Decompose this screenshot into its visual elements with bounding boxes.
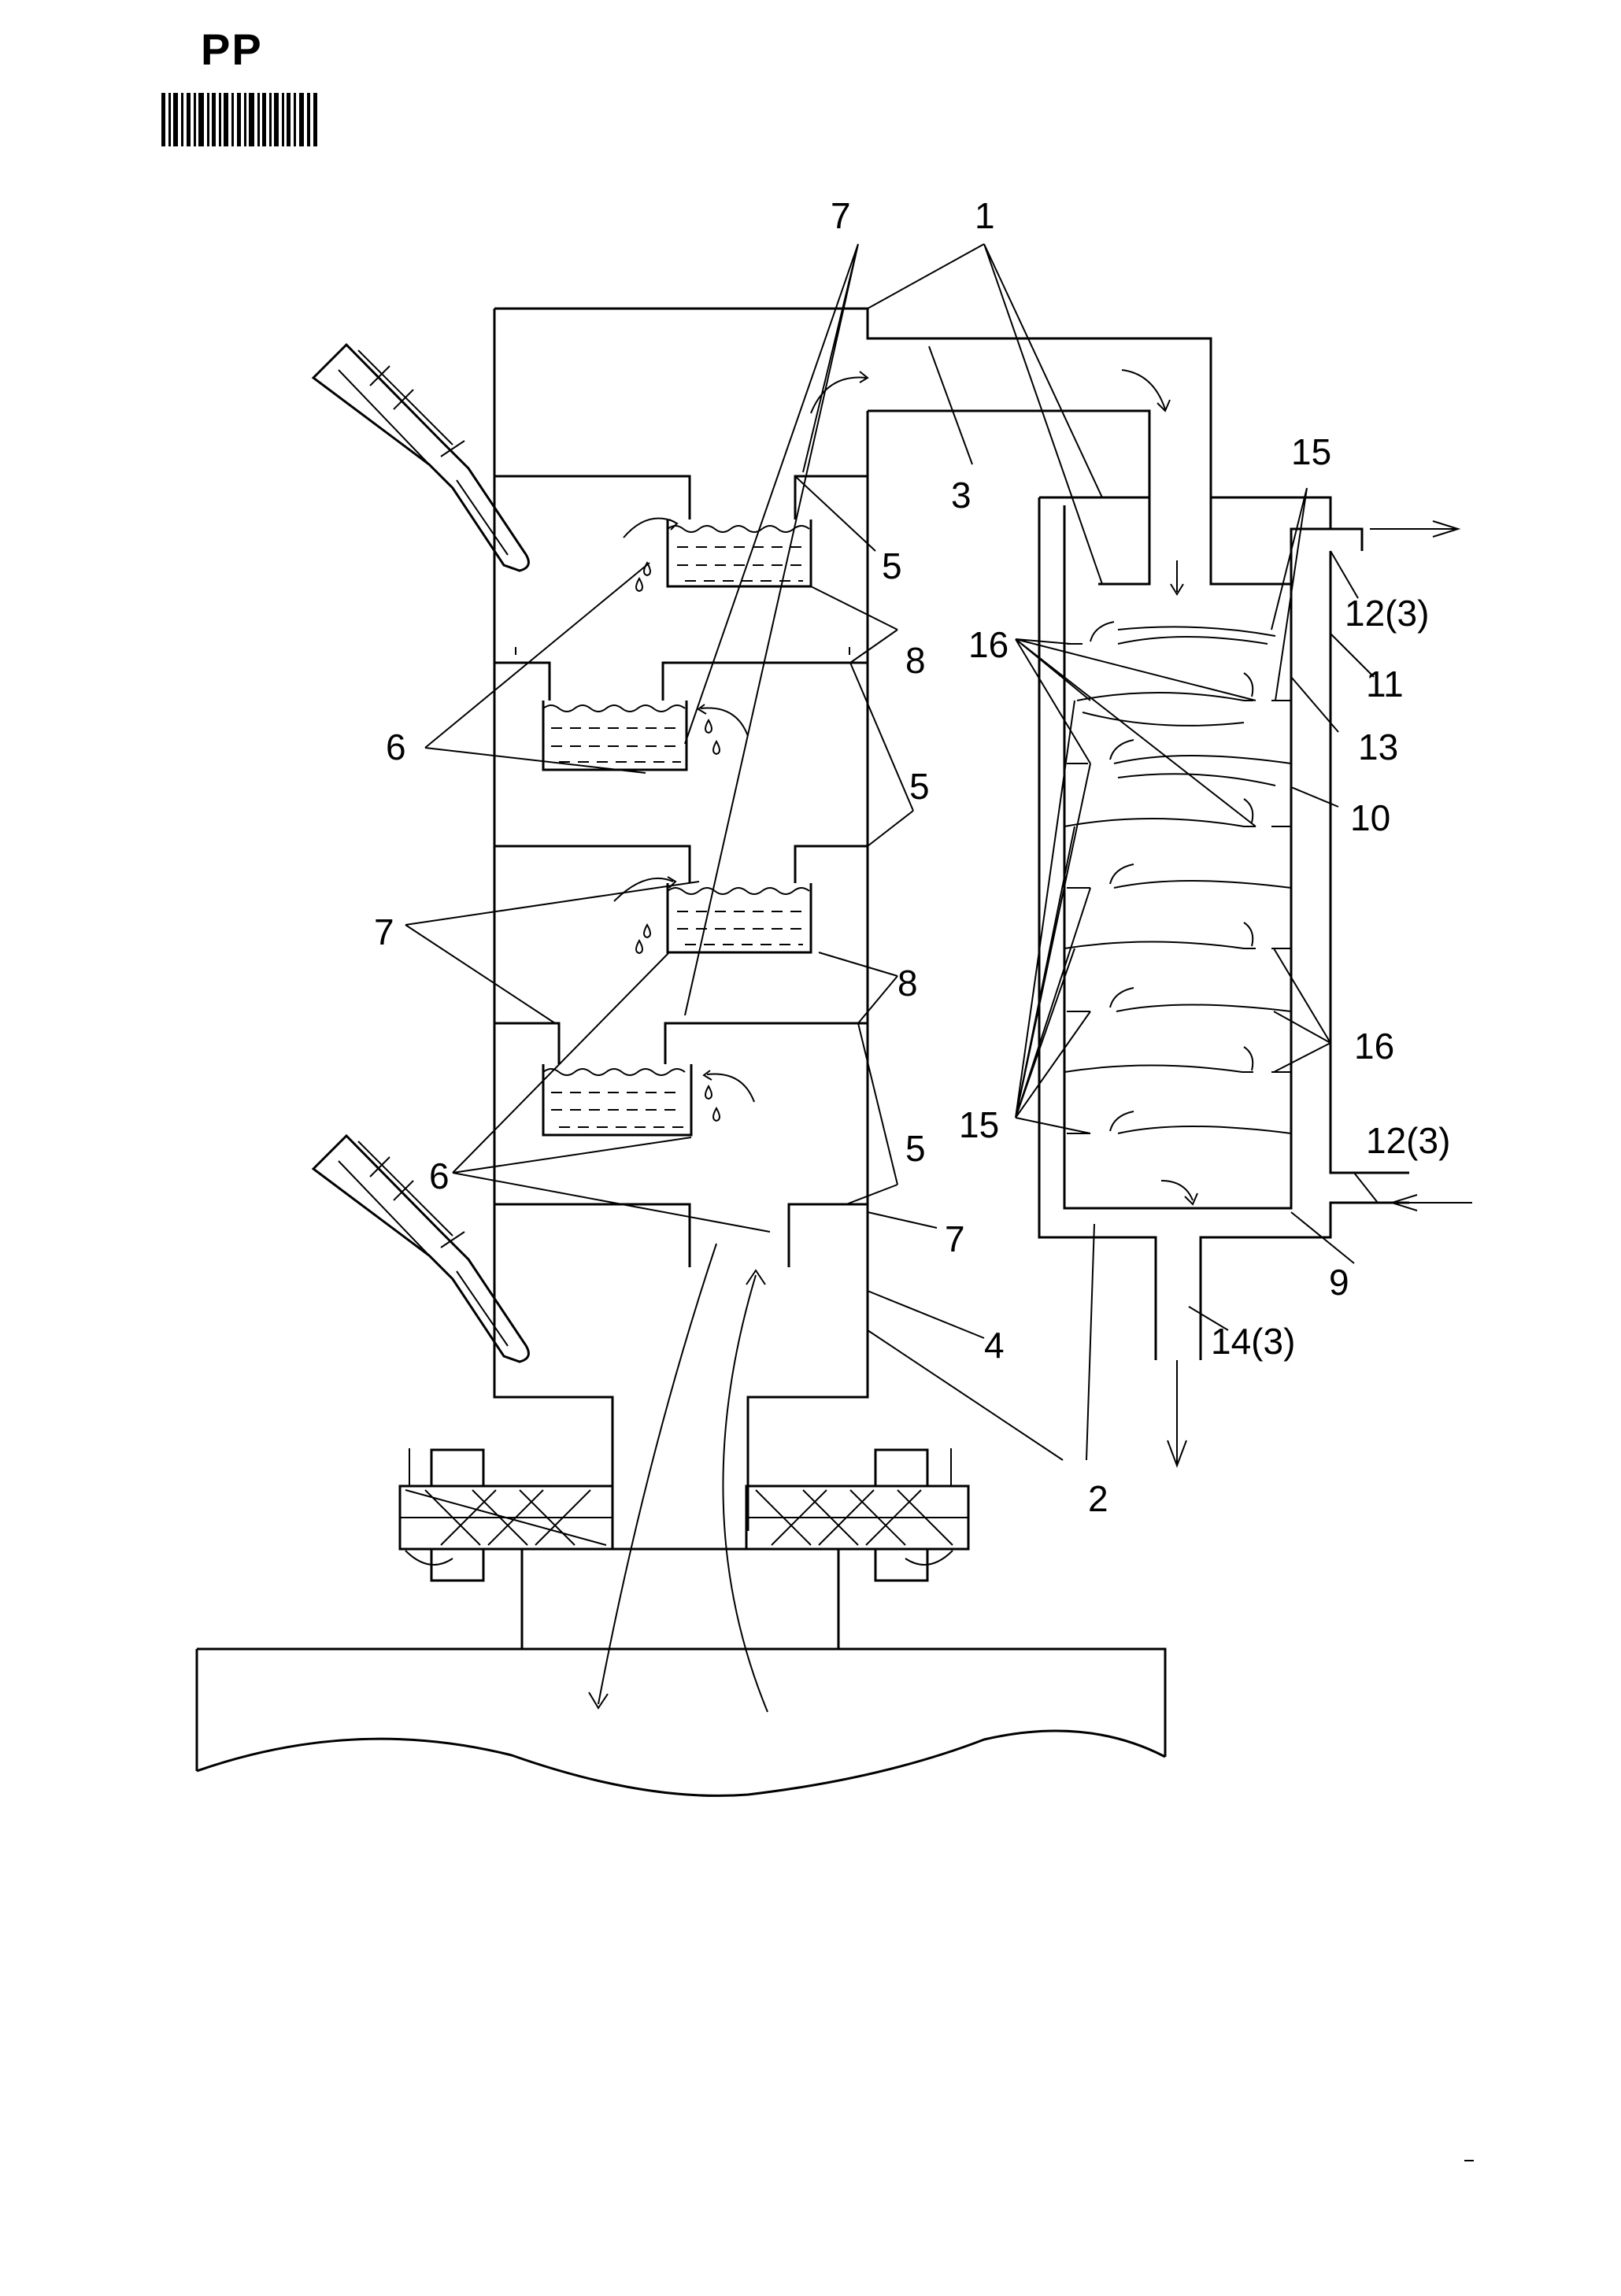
liquid-tray-2: [542, 701, 688, 771]
label-5-lower: 5: [905, 1128, 926, 1169]
label-2: 2: [1088, 1478, 1108, 1519]
condenser-housing: [1038, 425, 1409, 1360]
temperature-probe-upper: [311, 342, 530, 572]
label-11: 11: [1366, 664, 1404, 704]
label-6-lower: 6: [429, 1155, 450, 1196]
barcode: [161, 93, 317, 146]
label-12-upper: 12(3): [1345, 593, 1429, 634]
label-15-lower: 15: [959, 1104, 999, 1145]
label-12-lower: 12(3): [1366, 1120, 1450, 1161]
label-6-upper: 6: [386, 727, 406, 767]
flow-arrows-neck: [588, 1243, 768, 1713]
label-5-top: 5: [882, 545, 902, 586]
left-column-housing: [493, 307, 1212, 1531]
liquid-tray-3: [666, 883, 812, 954]
label-9: 9: [1329, 1262, 1349, 1303]
label-15-top: 15: [1291, 431, 1331, 472]
label-7-mid: 7: [374, 911, 394, 952]
reference-labels: 7 1 3 15 5 12(3) 16 8 11 6 13 5 10 7 8 1…: [374, 195, 1450, 1519]
temperature-probe-lower: [311, 1133, 530, 1363]
label-13: 13: [1358, 727, 1398, 767]
label-16-upper: 16: [968, 624, 1008, 665]
label-14: 14(3): [1211, 1321, 1295, 1362]
label-10: 10: [1350, 797, 1390, 838]
flow-arrows-column: [613, 369, 1171, 1103]
label-16-lower: 16: [1354, 1026, 1394, 1067]
flange-assembly: [398, 1448, 970, 1582]
external-arrows: [1167, 520, 1472, 1468]
label-4: 4: [984, 1325, 1005, 1366]
label-8-upper: 8: [905, 640, 926, 681]
label-3: 3: [951, 475, 971, 516]
label-7-lower: 7: [945, 1218, 965, 1259]
base-vessel: [195, 1549, 1167, 1797]
label-7-top: 7: [831, 195, 851, 236]
condenser-baffles: [1064, 560, 1292, 1206]
leader-lines: [405, 243, 1379, 1461]
document-code: PP: [201, 24, 263, 74]
droplets: [635, 560, 720, 1122]
label-8-lower: 8: [897, 963, 918, 1004]
label-1: 1: [975, 195, 995, 236]
liquid-tray-4: [542, 1064, 693, 1137]
label-5-mid: 5: [909, 766, 930, 807]
